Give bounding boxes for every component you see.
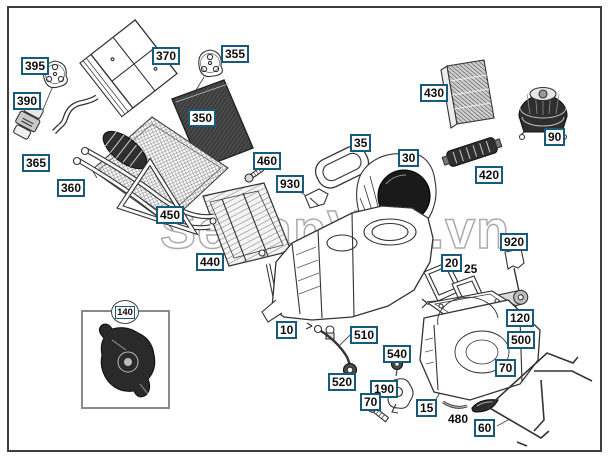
heater-core-370-drawing (52, 19, 178, 134)
part-label-360-3: 360 (57, 179, 86, 197)
part-label-90-14: 90 (544, 128, 566, 146)
blower-motor-90-drawing (518, 86, 568, 141)
part-label-365-2: 365 (22, 154, 51, 172)
part-label-540-24: 540 (383, 345, 412, 363)
part-label-520-25: 520 (328, 373, 357, 391)
part-label-70-21: 70 (495, 359, 517, 377)
sealing-flange-355-drawing (198, 49, 223, 78)
part-label-10-22: 10 (276, 321, 298, 339)
part-label-70-27: 70 (360, 393, 382, 411)
part-label-circled-text: 140 (115, 305, 135, 319)
part-label-120-19: 120 (506, 309, 535, 327)
part-label-20-17: 20 (441, 254, 463, 272)
gasket-35-drawing (314, 145, 370, 189)
cabin-filter-430-drawing (440, 59, 495, 129)
diagram-border-frame (7, 6, 602, 452)
part-label-930-9: 930 (276, 175, 305, 193)
part-label-430-13: 430 (420, 84, 449, 102)
part-label-370-4: 370 (152, 47, 181, 65)
part-label-395-0: 395 (21, 57, 50, 75)
part-label-480-29: 480 (448, 412, 469, 426)
connector-strip-420-drawing (441, 137, 503, 167)
part-label-460-8: 460 (253, 152, 282, 170)
clip-930-drawing (304, 188, 329, 209)
part-label-15-28: 15 (416, 399, 438, 417)
main-housing-10-drawing (261, 205, 434, 340)
part-label-450-7: 450 (156, 206, 185, 224)
part-label-510-23: 510 (350, 326, 379, 344)
part-label-25-18: 25 (464, 262, 478, 276)
part-label-30-12: 30 (398, 149, 420, 167)
mounting-frame-440-drawing (202, 182, 292, 309)
part-label-355-5: 355 (221, 45, 250, 63)
part-label-35-11: 35 (350, 134, 372, 152)
part-label-140-31: 140 (111, 300, 139, 324)
part-label-390-1: 390 (13, 92, 42, 110)
part-label-920-16: 920 (500, 233, 529, 251)
floor-mat-60-drawing (487, 352, 593, 447)
sealing-flange-395-drawing (42, 60, 68, 89)
part-label-350-6: 350 (188, 109, 217, 127)
part-label-420-15: 420 (475, 166, 504, 184)
part-label-440-10: 440 (196, 253, 225, 271)
part-label-500-20: 500 (507, 331, 536, 349)
part-label-60-30: 60 (474, 419, 496, 437)
